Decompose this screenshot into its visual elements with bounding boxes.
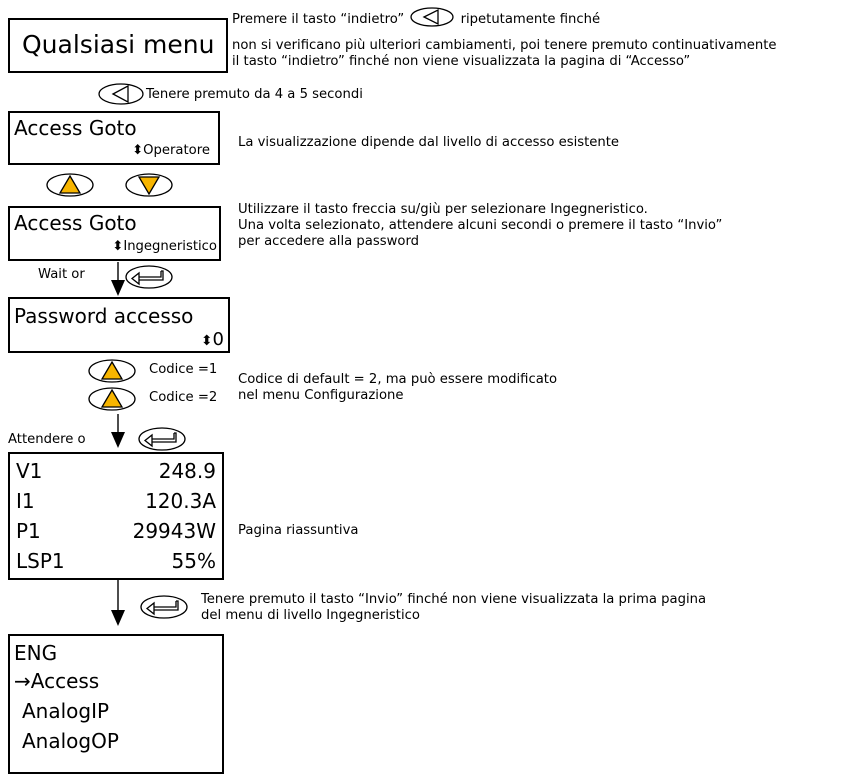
flow-arrow-icon xyxy=(111,262,125,296)
flow-arrow-icon xyxy=(111,580,125,626)
eng-title: ENG xyxy=(14,641,58,665)
note-select-line2: Una volta selezionato, attendere alcuni … xyxy=(238,218,723,233)
note-display: La visualizzazione dipende dal livello d… xyxy=(238,135,620,150)
access-goto-eng-value-wrap: ⬍Ingegneristico xyxy=(112,239,217,254)
note-back-line3: il tasto “indietro” finché non viene vis… xyxy=(232,54,691,69)
summary-label: I1 xyxy=(16,489,35,513)
summary-value: 248.9 xyxy=(158,459,216,483)
note-code-line1: Codice di default = 2, ma può essere mod… xyxy=(238,372,558,387)
down-key-icon xyxy=(125,173,173,197)
summary-value: 29943W xyxy=(132,519,216,543)
summary-label: LSP1 xyxy=(16,549,65,573)
access-goto-value-wrap: ⬍Operatore xyxy=(132,143,210,158)
eng-menu-item: AnalogIP xyxy=(22,699,110,723)
eng-menu-item: AnalogOP xyxy=(22,729,119,753)
password-box: Password accesso ⬍0 xyxy=(8,297,230,353)
summary-row: LSP1 55% xyxy=(16,549,216,573)
note-select-line1: Utilizzare il tasto freccia su/giù per s… xyxy=(238,202,648,217)
enter-key-icon xyxy=(125,265,173,289)
up-down-arrow-icon: ⬍ xyxy=(200,333,213,349)
up-key-icon xyxy=(88,387,136,411)
access-goto-title: Access Goto xyxy=(14,116,137,140)
enter-key-icon xyxy=(138,427,186,451)
access-goto-box: Access Goto ⬍Operatore xyxy=(8,111,220,165)
note-summary: Pagina riassuntiva xyxy=(238,523,359,538)
back-key-icon xyxy=(410,7,455,27)
note-select-line3: per accedere alla password xyxy=(238,234,420,249)
enter-key-icon xyxy=(140,595,188,619)
qualsiasi-menu-label: Qualsiasi menu xyxy=(22,30,215,59)
eng-menu-item: →Access xyxy=(14,669,100,693)
code2-text: Codice =2 xyxy=(149,390,218,405)
up-down-arrow-icon: ⬍ xyxy=(132,143,144,158)
up-key-icon xyxy=(88,359,136,383)
summary-value: 55% xyxy=(171,549,216,573)
access-goto-eng-title: Access Goto xyxy=(14,211,137,235)
access-goto-eng-value: Ingegneristico xyxy=(123,239,217,254)
summary-label: P1 xyxy=(16,519,41,543)
summary-row: V1 248.9 xyxy=(16,459,216,483)
access-goto-eng-box: Access Goto ⬍Ingegneristico xyxy=(8,206,221,261)
back-key-icon xyxy=(98,83,144,105)
access-goto-value: Operatore xyxy=(143,143,210,158)
qualsiasi-menu-box: Qualsiasi menu xyxy=(8,18,228,73)
note-enter-line2: del menu di livello Ingegneristico xyxy=(201,608,420,623)
summary-value: 120.3A xyxy=(145,489,216,513)
password-title: Password accesso xyxy=(14,304,194,328)
eng-menu-box: ENG →Access AnalogIP AnalogOP xyxy=(8,634,224,774)
summary-row: I1 120.3A xyxy=(16,489,216,513)
summary-row: P1 29943W xyxy=(16,519,216,543)
note-back-line1: Premere il tasto “indietro” ripetutament… xyxy=(232,3,600,28)
wait-or-text: Wait or xyxy=(38,267,85,282)
password-value: 0 xyxy=(212,329,224,350)
code1-text: Codice =1 xyxy=(149,362,218,377)
attendere-o-text: Attendere o xyxy=(8,432,86,447)
note-back-line2: non si verificano più ulteriori cambiame… xyxy=(232,38,777,53)
hold-text: Tenere premuto da 4 a 5 secondi xyxy=(146,87,363,102)
summary-box: V1 248.9 I1 120.3A P1 29943W LSP1 55% xyxy=(8,452,224,580)
up-key-icon xyxy=(46,173,94,197)
note-enter-line1: Tenere premuto il tasto “Invio” finché n… xyxy=(201,592,707,607)
flow-arrow-icon xyxy=(111,414,125,448)
summary-label: V1 xyxy=(16,459,43,483)
note-code-line2: nel menu Configurazione xyxy=(238,388,404,403)
password-value-wrap: ⬍0 xyxy=(201,329,224,350)
up-down-arrow-icon: ⬍ xyxy=(112,239,124,254)
